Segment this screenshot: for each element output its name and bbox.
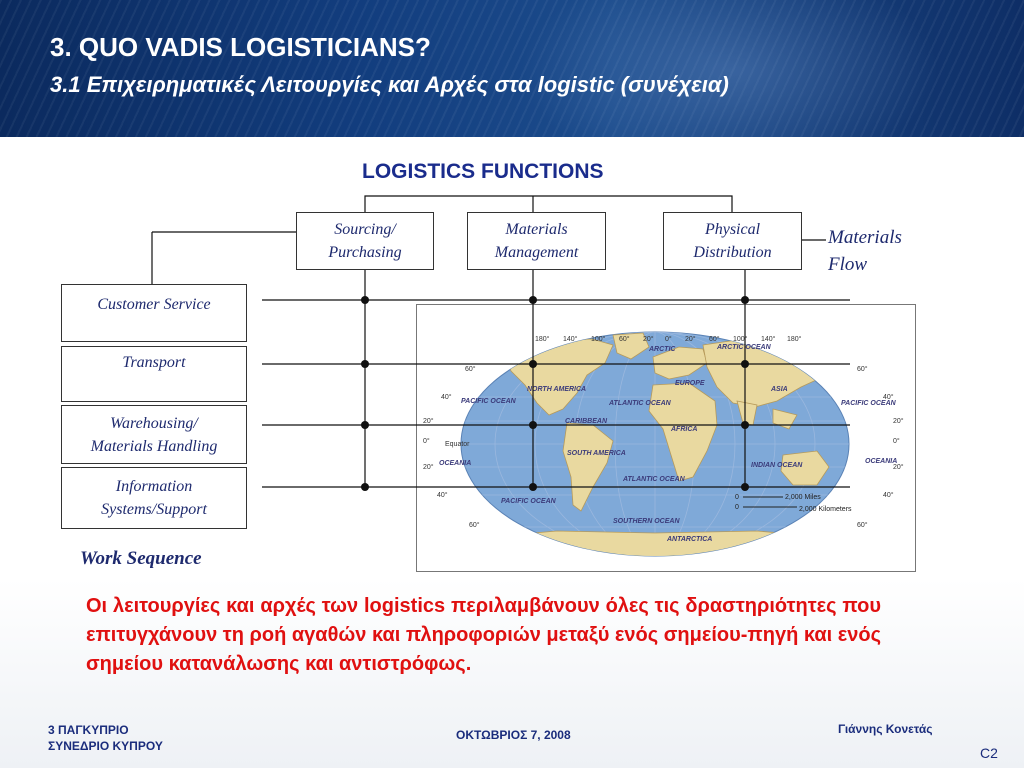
lat-right-3: 0° (893, 437, 900, 445)
lon-label-5: 0° (665, 335, 672, 343)
map-scale-bar: 0 0 2,000 Miles 2,000 Kilometers (735, 494, 852, 513)
lat-left-0: 60° (465, 365, 476, 373)
footer-author: Γιάννης Κονετάς (838, 722, 933, 736)
box-sourcing-purchasing: Sourcing/Purchasing (296, 212, 434, 270)
lon-label-3: 60° (619, 335, 630, 343)
box-transport-label: Transport (122, 354, 186, 371)
box-warehousing-line2: Materials Handling (90, 437, 218, 455)
continent-north-america (504, 338, 614, 416)
lat-left-4: 20° (423, 463, 434, 471)
map-label-south-america: SOUTH AMERICA (567, 450, 626, 457)
box-materials-line1: Materials (505, 221, 568, 238)
continent-greenland (612, 332, 650, 360)
lon-label-7: 60° (709, 335, 720, 343)
map-label-asia: ASIA (770, 386, 788, 393)
lon-label-2: 100° (591, 335, 606, 343)
materials-flow-label: Materials Flow (828, 224, 938, 278)
map-label-pacific-right: PACIFIC OCEAN (841, 400, 897, 407)
header-banner: 3. QUO VADIS LOGISTICIANS? 3.1 Επιχειρημ… (0, 0, 1024, 137)
map-label-arctic: ARCTIC (648, 346, 676, 353)
map-label-oceania-left: OCEANIA (439, 460, 471, 467)
slide-title: 3. QUO VADIS LOGISTICIANS? (50, 32, 431, 62)
lon-label-1: 140° (563, 335, 578, 343)
scale-miles-label: 2,000 Miles (785, 494, 821, 501)
work-sequence-label: Work Sequence (80, 548, 202, 569)
continent-australia (780, 450, 830, 486)
lat-left-6: 60° (469, 521, 480, 529)
map-label-indian-ocean: INDIAN OCEAN (751, 462, 803, 469)
box-materials-line2: Management (494, 244, 579, 261)
map-label-atlantic-south: ATLANTIC OCEAN (622, 476, 686, 483)
world-map: ARCTIC ARCTIC OCEAN NORTH AMERICA EUROPE… (423, 331, 904, 557)
lon-label-10: 180° (787, 335, 802, 343)
slide-subtitle: 3.1 Επιχειρηματικές Λειτουργίες και Αρχέ… (50, 72, 729, 97)
map-label-africa: AFRICA (670, 426, 697, 433)
box-customer-service: Customer Service (61, 284, 247, 342)
lat-left-3: 0° (423, 437, 430, 445)
map-label-arctic-ocean: ARCTIC OCEAN (716, 344, 772, 351)
map-label-europe: EUROPE (675, 380, 705, 387)
lat-left-5: 40° (437, 491, 448, 499)
materials-flow-line2: Flow (828, 254, 868, 275)
footer-date: ΟΚΤΩΒΡΙΟΣ 7, 2008 (456, 728, 571, 742)
lon-label-9: 140° (761, 335, 776, 343)
map-label-atlantic-north: ATLANTIC OCEAN (608, 400, 672, 407)
lat-right-0: 60° (857, 365, 868, 373)
scale-zero-miles: 0 (735, 494, 739, 501)
lon-label-0: 180° (535, 335, 550, 343)
map-label-caribbean: CARIBBEAN (565, 418, 608, 425)
continent-europe (652, 346, 708, 380)
map-label-oceania-right: OCEANIA (865, 458, 897, 465)
lat-right-4: 20° (893, 463, 904, 471)
map-label-pacific-left: PACIFIC OCEAN (461, 398, 517, 405)
body-paragraph: Οι λειτουργίες και αρχές των logistics π… (86, 595, 881, 675)
map-label-equator: Equator (445, 441, 470, 448)
lat-left-1: 40° (441, 393, 452, 401)
materials-flow-line1: Materials (828, 227, 902, 248)
box-transport: Transport (61, 346, 247, 402)
box-customer-service-label: Customer Service (97, 296, 211, 313)
footer-conference-line2: ΣΥΝΕΔΡΙΟ ΚΥΠΡΟΥ (48, 739, 163, 753)
box-information-line1: Information (115, 478, 193, 495)
continent-antarctica (476, 530, 838, 556)
lat-right-6: 60° (857, 521, 868, 529)
box-sourcing-line2: Purchasing (328, 244, 402, 261)
scale-km-label: 2,000 Kilometers (799, 506, 852, 513)
box-sourcing-line1: Sourcing/ (334, 221, 396, 238)
lat-right-1: 40° (883, 393, 894, 401)
continent-africa (648, 382, 718, 482)
scale-zero-km: 0 (735, 504, 739, 511)
lon-label-6: 20° (685, 335, 696, 343)
box-distribution-line2: Distribution (693, 244, 772, 261)
lon-label-8: 100° (733, 335, 748, 343)
map-label-north-america: NORTH AMERICA (527, 386, 586, 393)
slide-number: C2 (980, 745, 998, 761)
footer-conference-line1: 3 ΠΑΓΚΥΠΡΙΟ (48, 723, 129, 737)
footer-conference: 3 ΠΑΓΚΥΠΡΙΟ ΣΥΝΕΔΡΙΟ ΚΥΠΡΟΥ (48, 722, 163, 754)
map-label-southern-ocean: SOUTHERN OCEAN (613, 518, 680, 525)
box-distribution-line1: Physical (704, 221, 761, 238)
box-warehousing: Warehousing/Materials Handling (61, 405, 247, 464)
box-information-line2: Systems/Support (101, 501, 207, 518)
continent-se-asia (772, 408, 798, 430)
world-map-frame: ARCTIC ARCTIC OCEAN NORTH AMERICA EUROPE… (416, 304, 916, 572)
map-label-pacific-south: PACIFIC OCEAN (501, 498, 557, 505)
lat-left-2: 20° (423, 417, 434, 425)
map-label-antarctica: ANTARCTICA (666, 536, 712, 543)
lat-right-5: 40° (883, 491, 894, 499)
diagram-title: LOGISTICS FUNCTIONS (362, 160, 604, 183)
lat-right-2: 20° (893, 417, 904, 425)
continent-south-america (562, 422, 614, 512)
box-warehousing-line1: Warehousing/ (110, 414, 198, 432)
lon-label-4: 20° (643, 335, 654, 343)
